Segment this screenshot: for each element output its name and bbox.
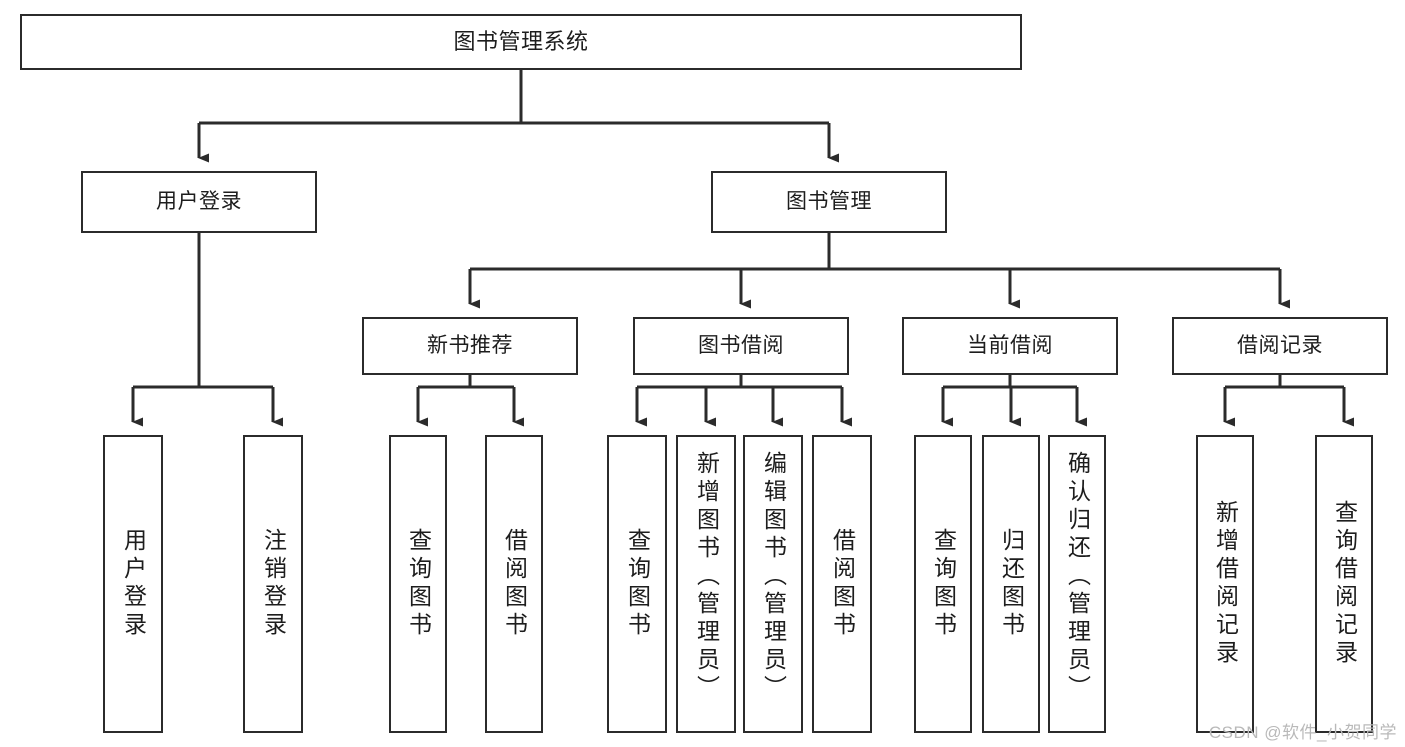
node-leaf-query-book-2[interactable]: 查询图书 bbox=[607, 435, 667, 733]
node-label: 归还图书 bbox=[998, 528, 1025, 640]
node-root[interactable]: 图书管理系统 bbox=[20, 14, 1022, 70]
node-user-login[interactable]: 用户登录 bbox=[81, 171, 317, 233]
node-label: 新增借阅记录 bbox=[1212, 500, 1239, 668]
node-label: 查询图书 bbox=[405, 528, 432, 640]
node-borrow-record[interactable]: 借阅记录 bbox=[1172, 317, 1388, 375]
node-label: 借阅记录 bbox=[1237, 333, 1323, 357]
edge-bus-user-login bbox=[133, 233, 273, 389]
edge-bus-new-book-rec bbox=[418, 375, 514, 389]
node-label: 图书管理系统 bbox=[453, 29, 589, 55]
node-leaf-edit-book[interactable]: 编辑图书（管理员） bbox=[743, 435, 803, 733]
edge-bus-borrow-record bbox=[1225, 375, 1344, 389]
node-label: 查询借阅记录 bbox=[1331, 500, 1358, 668]
watermark-text: CSDN @软件_小贺同学 bbox=[1208, 723, 1397, 742]
node-label: 查询图书 bbox=[930, 528, 957, 640]
edge-bus-current-borrow bbox=[943, 375, 1077, 389]
edge-bus-root bbox=[199, 70, 829, 125]
node-book-manage[interactable]: 图书管理 bbox=[711, 171, 947, 233]
node-label: 图书管理 bbox=[786, 189, 872, 213]
node-label: 确认归还（管理员） bbox=[1064, 451, 1091, 703]
node-leaf-borrow-book-1[interactable]: 借阅图书 bbox=[485, 435, 543, 733]
node-current-borrow[interactable]: 当前借阅 bbox=[902, 317, 1118, 375]
node-label: 新增图书（管理员） bbox=[693, 451, 720, 703]
node-leaf-query-record[interactable]: 查询借阅记录 bbox=[1315, 435, 1373, 733]
node-new-book-rec[interactable]: 新书推荐 bbox=[362, 317, 578, 375]
node-label: 借阅图书 bbox=[829, 528, 856, 640]
node-label: 查询图书 bbox=[624, 528, 651, 640]
node-leaf-user-login[interactable]: 用户登录 bbox=[103, 435, 163, 733]
node-label: 注销登录 bbox=[260, 528, 287, 640]
node-leaf-return-book[interactable]: 归还图书 bbox=[982, 435, 1040, 733]
node-label: 用户登录 bbox=[120, 528, 147, 640]
node-label: 新书推荐 bbox=[427, 333, 513, 357]
node-book-borrow[interactable]: 图书借阅 bbox=[633, 317, 849, 375]
node-leaf-user-logout[interactable]: 注销登录 bbox=[243, 435, 303, 733]
node-label: 图书借阅 bbox=[698, 333, 784, 357]
node-leaf-add-record[interactable]: 新增借阅记录 bbox=[1196, 435, 1254, 733]
node-leaf-borrow-book-2[interactable]: 借阅图书 bbox=[812, 435, 872, 733]
node-label: 当前借阅 bbox=[967, 333, 1053, 357]
edge-bus-book-borrow bbox=[637, 375, 842, 389]
node-label: 用户登录 bbox=[156, 189, 242, 213]
node-leaf-query-book-1[interactable]: 查询图书 bbox=[389, 435, 447, 733]
node-label: 编辑图书（管理员） bbox=[760, 451, 787, 703]
node-leaf-add-book[interactable]: 新增图书（管理员） bbox=[676, 435, 736, 733]
node-leaf-confirm-return[interactable]: 确认归还（管理员） bbox=[1048, 435, 1106, 733]
node-leaf-query-book-3[interactable]: 查询图书 bbox=[914, 435, 972, 733]
node-label: 借阅图书 bbox=[501, 528, 528, 640]
edge-bus-book-manage bbox=[470, 233, 1280, 271]
